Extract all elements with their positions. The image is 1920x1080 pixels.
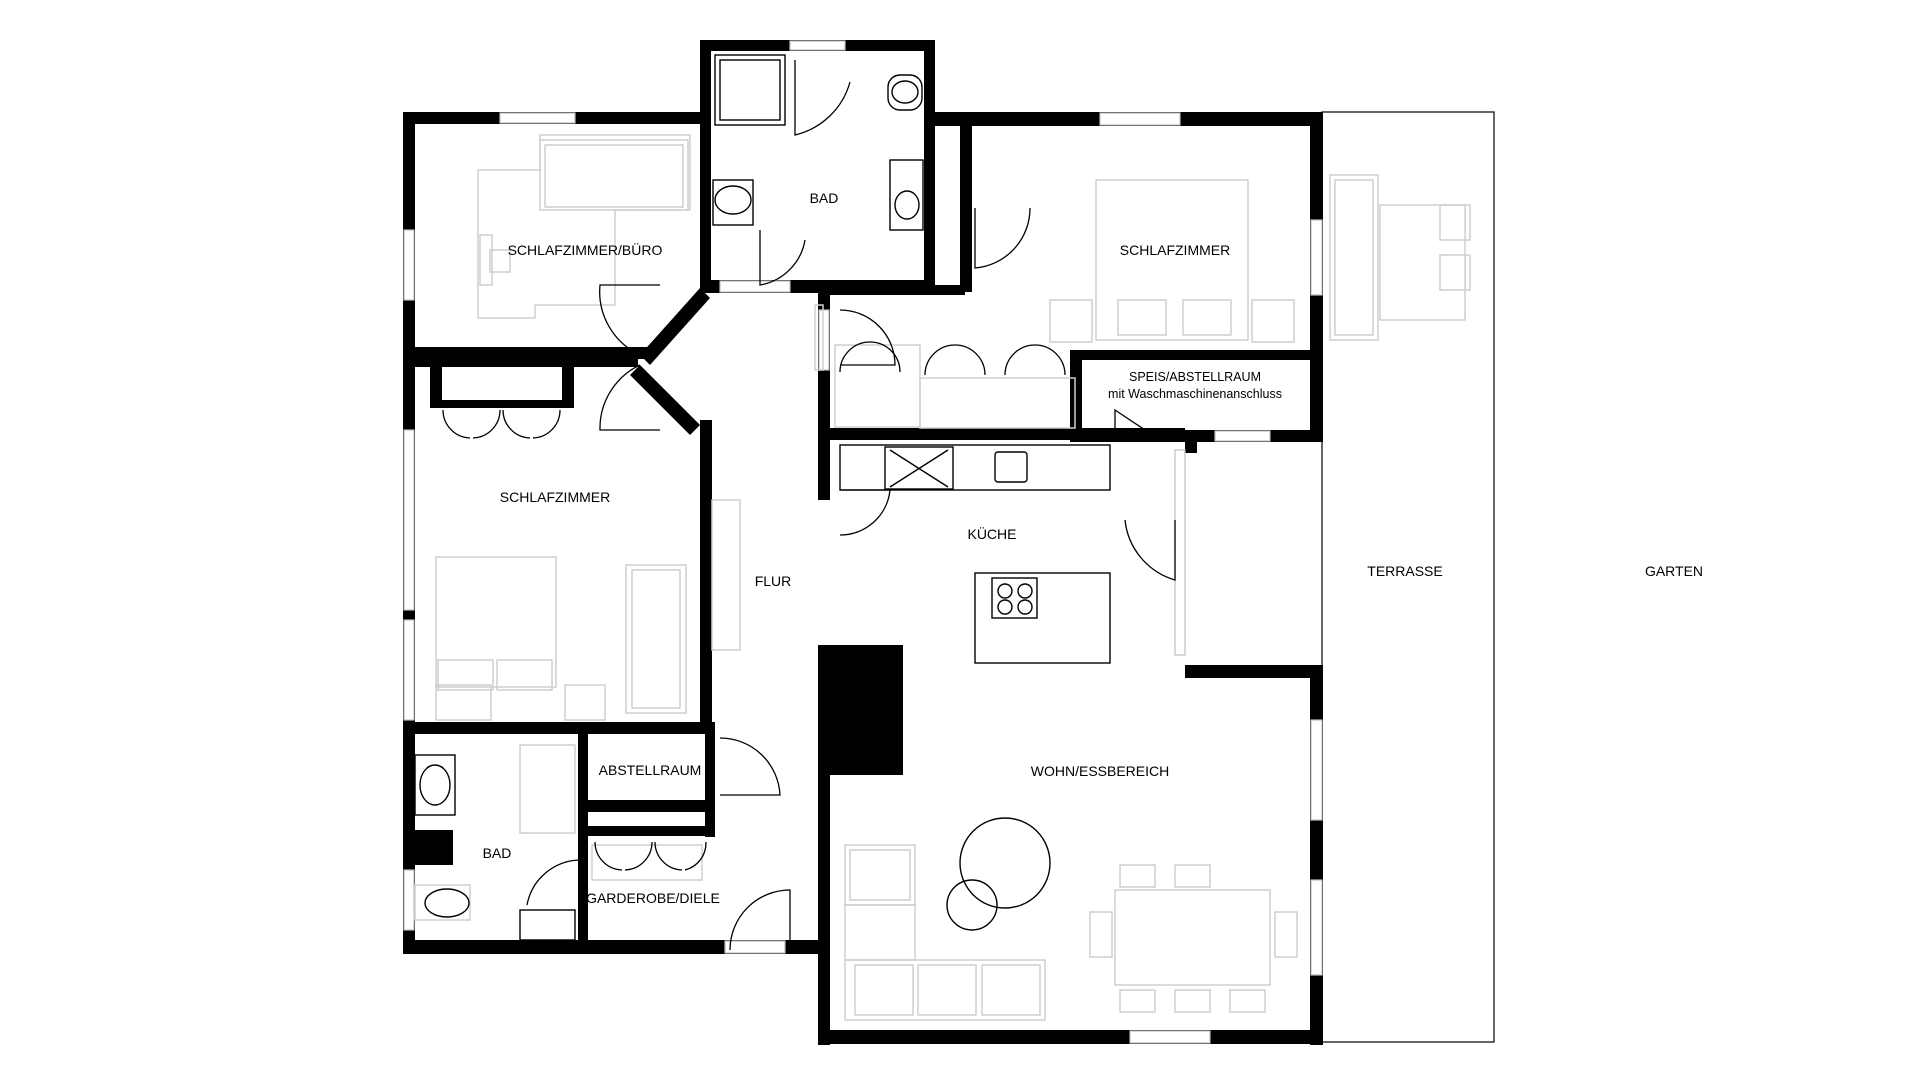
- label-bad-top: BAD: [810, 190, 839, 206]
- label-schlafzimmer-left: SCHLAFZIMMER: [500, 489, 610, 505]
- furniture: [414, 54, 1471, 1021]
- label-kueche: KÜCHE: [967, 525, 1016, 542]
- label-bad-bottom: BAD: [483, 845, 512, 861]
- label-schlafzimmer-buero: SCHLAFZIMMER/BÜRO: [508, 241, 663, 258]
- label-flur: FLUR: [755, 573, 792, 589]
- terrace-outline: [1321, 111, 1495, 1043]
- label-garten: GARTEN: [1645, 563, 1703, 579]
- label-wohn-essbereich: WOHN/ESSBEREICH: [1031, 763, 1169, 779]
- label-speis-line2: mit Waschmaschinenanschluss: [1108, 387, 1282, 401]
- windows: [403, 40, 1323, 1044]
- label-speis-line1: SPEIS/ABSTELLRAUM: [1129, 370, 1261, 384]
- label-terrasse: TERRASSE: [1367, 563, 1442, 579]
- label-schlafzimmer-right: SCHLAFZIMMER: [1120, 242, 1230, 258]
- room-labels: BAD SCHLAFZIMMER/BÜRO SCHLAFZIMMER SPEIS…: [483, 190, 1703, 906]
- doors: [442, 60, 1176, 951]
- label-garderobe: GARDEROBE/DIELE: [586, 890, 720, 906]
- label-abstellraum: ABSTELLRAUM: [599, 762, 702, 778]
